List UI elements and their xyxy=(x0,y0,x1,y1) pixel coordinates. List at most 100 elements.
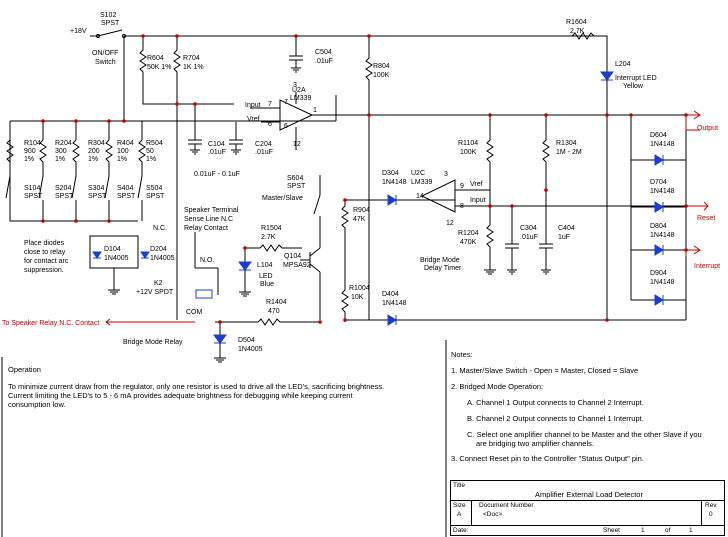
svg-text:1%: 1% xyxy=(88,156,98,163)
note-2c-line-1: C. Select one amplifier channel to be Ma… xyxy=(467,430,702,439)
u2c-comparator: U2C LM339 14 9 8 3 12 Vref Input Bridge … xyxy=(411,170,686,272)
note-2a: A. Channel 1 Output connects to Channel … xyxy=(467,398,644,407)
svg-text:COM: COM xyxy=(186,309,203,316)
svg-text:2.7K: 2.7K xyxy=(261,234,276,241)
svg-text:900: 900 xyxy=(24,148,36,155)
svg-text:LM339: LM339 xyxy=(411,179,433,186)
svg-text:D904: D904 xyxy=(650,270,667,277)
note-1: 1. Master/Slave Switch - Open = Master, … xyxy=(451,366,639,375)
svg-text:C304: C304 xyxy=(520,225,537,232)
port-reset: Reset xyxy=(686,201,715,222)
svg-text:R504: R504 xyxy=(146,140,163,147)
svg-text:U2C: U2C xyxy=(411,170,425,177)
r1404-resistor: R1404 470 xyxy=(215,299,320,326)
svg-text:Bridge Mode Relay: Bridge Mode Relay xyxy=(123,339,183,346)
l104-led: L104 LED Blue xyxy=(238,248,274,297)
note-2c: C. Select one amplifier channel to be Ma… xyxy=(451,430,726,448)
svg-text:1M - 2M: 1M - 2M xyxy=(556,149,582,156)
resistor-bank: R104 900 1% R204 300 1% R304 200 1% R404… xyxy=(5,121,165,221)
svg-text:Master/Slave: Master/Slave xyxy=(262,195,303,202)
svg-text:1N4148: 1N4148 xyxy=(382,179,407,186)
svg-text:1N4005: 1N4005 xyxy=(104,255,129,262)
svg-text:suppression.: suppression. xyxy=(24,267,64,274)
svg-text:R804: R804 xyxy=(373,63,390,70)
svg-text:Reset: Reset xyxy=(697,215,715,222)
notes-section: Notes: 1. Master/Slave Switch - Open = M… xyxy=(451,350,726,470)
svg-text:S304: S304 xyxy=(88,185,104,192)
date-label: Date: xyxy=(453,527,469,534)
svg-text:1: 1 xyxy=(313,107,317,114)
svg-text:470: 470 xyxy=(268,308,280,315)
notes-heading: Notes: xyxy=(451,350,473,359)
svg-text:D504: D504 xyxy=(238,337,255,344)
svg-text:3: 3 xyxy=(293,82,297,89)
svg-text:SPST: SPST xyxy=(287,183,306,190)
svg-text:Interrupt: Interrupt xyxy=(694,263,720,270)
svg-text:1%: 1% xyxy=(117,156,127,163)
of-value: 1 xyxy=(689,527,693,534)
r604-resistor: R604 50K 1% xyxy=(139,36,234,105)
svg-text:1K 1%: 1K 1% xyxy=(183,64,204,71)
svg-text:SPST: SPST xyxy=(55,193,74,200)
r1504-resistor: R1504 2.7K xyxy=(245,225,302,252)
svg-text:Input: Input xyxy=(245,102,261,109)
svg-text:100K: 100K xyxy=(373,72,390,79)
svg-text:Bridge Mode: Bridge Mode xyxy=(420,257,460,264)
svg-text:K2: K2 xyxy=(154,280,163,287)
svg-text:Place diodes: Place diodes xyxy=(24,240,65,247)
supply-label: +18V xyxy=(70,28,87,35)
svg-text:1N4148: 1N4148 xyxy=(650,279,675,286)
svg-text:D804: D804 xyxy=(650,223,667,230)
svg-text:close to relay: close to relay xyxy=(24,249,66,256)
notes-frame xyxy=(1,340,447,537)
operation-line-2: Current limiting the LED's to 5 - 6 mA p… xyxy=(8,391,353,400)
svg-text:R1004: R1004 xyxy=(349,285,370,292)
svg-text:MPSA92: MPSA92 xyxy=(283,262,311,269)
svg-text:.01uF: .01uF xyxy=(208,149,226,156)
svg-text:Delay Timer: Delay Timer xyxy=(424,265,462,272)
title-block: Title Amplifier External Load Detector S… xyxy=(450,480,725,536)
svg-text:2.7K: 2.7K xyxy=(570,28,585,35)
svg-text:S604: S604 xyxy=(287,175,303,182)
svg-text:+12V SPDT: +12V SPDT xyxy=(136,289,174,296)
svg-text:R1504: R1504 xyxy=(261,225,282,232)
r904-resistor: R904 47K R1004 10K xyxy=(341,200,370,322)
svg-text:Q104: Q104 xyxy=(284,253,301,260)
rev-label: Rev xyxy=(705,502,717,509)
svg-text:R104: R104 xyxy=(24,140,41,147)
svg-text:D604: D604 xyxy=(650,132,667,139)
svg-text:Yellow: Yellow xyxy=(623,83,644,90)
svg-text:R1604: R1604 xyxy=(566,19,587,26)
svg-text:SPST: SPST xyxy=(24,193,43,200)
svg-text:7: 7 xyxy=(284,99,288,106)
sheet-label: Sheet xyxy=(603,527,620,534)
svg-text:D304: D304 xyxy=(382,170,399,177)
svg-text:1%: 1% xyxy=(146,156,156,163)
note-2b: B. Channel 2 Output connects to Channel … xyxy=(467,414,644,423)
svg-text:1N4148: 1N4148 xyxy=(650,232,675,239)
svg-text:1uF: 1uF xyxy=(558,234,570,241)
rev-value: 0 xyxy=(709,511,713,518)
svg-text:D404: D404 xyxy=(382,291,399,298)
speaker-terminal-label: Speaker Terminal Sense Line N.C Relay Co… xyxy=(184,207,239,232)
svg-text:R404: R404 xyxy=(117,140,134,147)
operation-line-1: To minimize current draw from the regula… xyxy=(8,382,385,391)
svg-text:R1104: R1104 xyxy=(458,140,478,147)
svg-text:470K: 470K xyxy=(460,239,477,246)
d104-d204-diodes: D104 1N4005 D204 1N4005 xyxy=(89,235,175,295)
output-network: D604 1N4148 D704 1N4148 D804 1N4148 D904… xyxy=(455,114,687,320)
docnum-label: Document Number xyxy=(479,502,534,509)
svg-text:Input: Input xyxy=(470,197,486,204)
svg-text:R304: R304 xyxy=(88,140,105,147)
svg-text:50K 1%: 50K 1% xyxy=(147,64,172,71)
operation-section: Operation To minimize current draw from … xyxy=(8,365,438,409)
svg-text:Blue: Blue xyxy=(260,281,274,288)
k2-relay: K2 +12V SPDT N.C. N.O. COM Bridge Mode R… xyxy=(123,225,219,346)
svg-text:Vref: Vref xyxy=(247,116,260,123)
svg-text:100K: 100K xyxy=(460,149,477,156)
note-2c-line-2: are bridging two amplifier channels. xyxy=(476,439,594,448)
of-label: of xyxy=(665,527,671,534)
svg-text:U2A: U2A xyxy=(292,87,306,94)
svg-text:C104: C104 xyxy=(208,141,225,148)
